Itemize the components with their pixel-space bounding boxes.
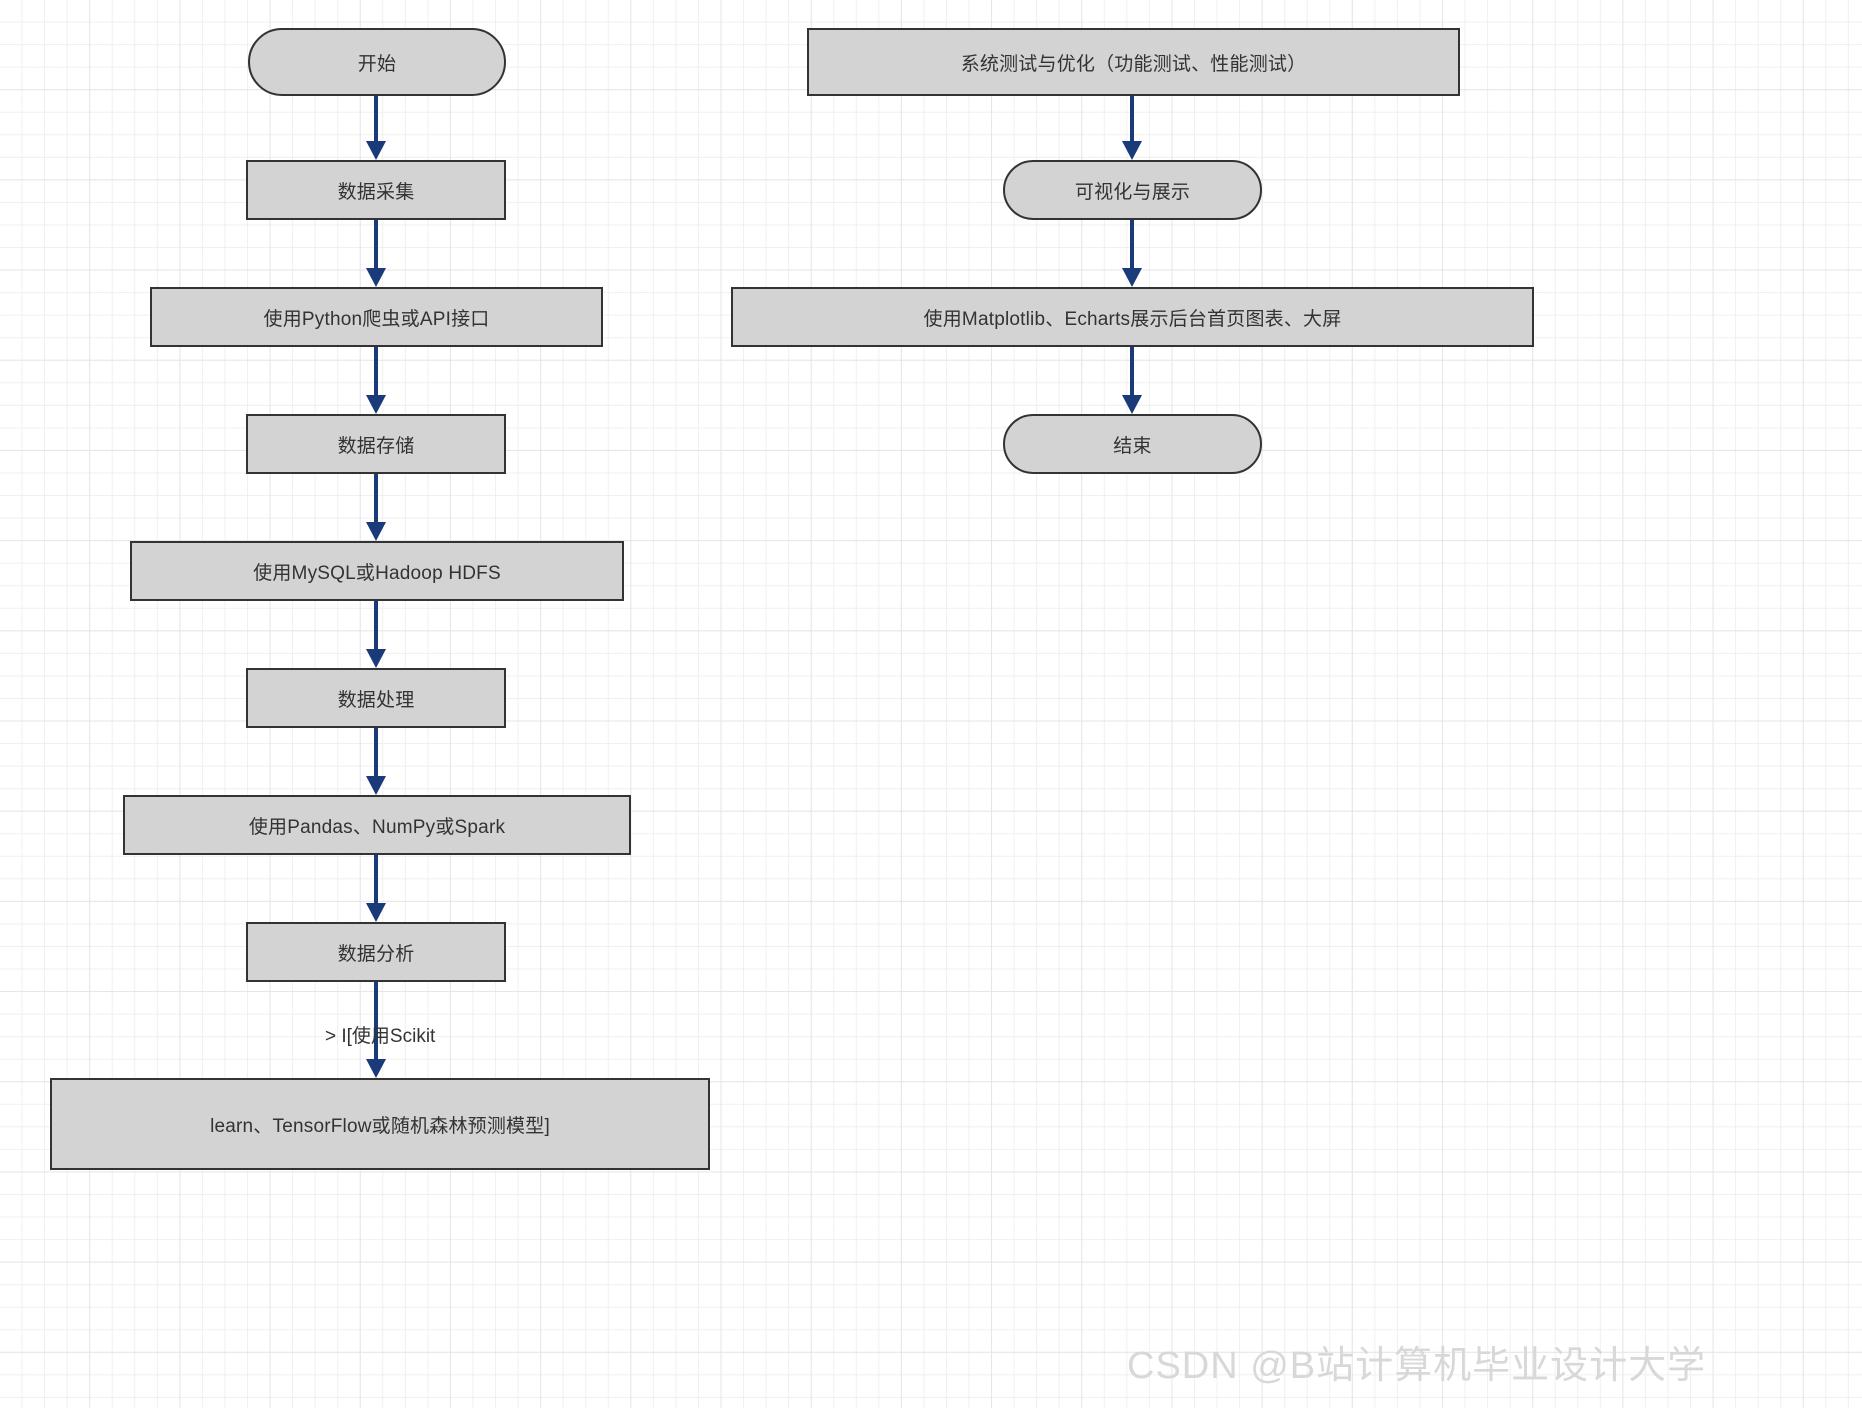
node-data-collection[interactable]: 数据采集	[246, 160, 506, 220]
edge-stem	[1130, 347, 1134, 395]
node-data-processing-label: 数据处理	[337, 689, 415, 711]
node-data-analysis-label: 数据分析	[337, 943, 415, 965]
node-data-storage-label: 数据存储	[337, 435, 415, 457]
node-data-storage[interactable]: 数据存储	[246, 414, 506, 474]
edge-label-scikit: > I[使用Scikit	[325, 1026, 436, 1047]
node-visualization-method[interactable]: 使用Matplotlib、Echarts展示后台首页图表、大屏	[731, 287, 1534, 347]
edge-viz-how-to-end	[1122, 347, 1142, 414]
node-start[interactable]: 开始	[248, 28, 506, 96]
edge-stem	[374, 601, 378, 649]
node-data-analysis[interactable]: 数据分析	[246, 922, 506, 982]
node-system-test-label: 系统测试与优化（功能测试、性能测试）	[960, 53, 1307, 75]
node-end[interactable]: 结束	[1003, 414, 1262, 474]
node-prediction-model[interactable]: learn、TensorFlow或随机森林预测模型]	[50, 1078, 710, 1170]
edge-arrowhead	[366, 903, 386, 922]
node-prediction-model-label: learn、TensorFlow或随机森林预测模型]	[210, 1115, 550, 1137]
node-data-processing-method[interactable]: 使用Pandas、NumPy或Spark	[123, 795, 631, 855]
edge-stem	[374, 982, 378, 1059]
edge-analyze-to-model	[366, 982, 386, 1078]
edge-store-how-to-process	[366, 601, 386, 668]
edge-arrowhead	[1122, 268, 1142, 287]
edge-collect-to-collect-how	[366, 220, 386, 287]
edge-start-to-collect	[366, 96, 386, 160]
edge-stem	[374, 855, 378, 903]
edge-process-how-to-analyze	[366, 855, 386, 922]
edge-arrowhead	[366, 1059, 386, 1078]
node-start-label: 开始	[357, 53, 397, 75]
node-data-collection-label: 数据采集	[337, 181, 415, 203]
edge-arrowhead	[366, 776, 386, 795]
node-data-storage-method[interactable]: 使用MySQL或Hadoop HDFS	[130, 541, 624, 601]
node-data-processing[interactable]: 数据处理	[246, 668, 506, 728]
node-visualization[interactable]: 可视化与展示	[1003, 160, 1262, 220]
edge-arrowhead	[1122, 141, 1142, 160]
node-data-collection-method-label: 使用Python爬虫或API接口	[263, 308, 490, 330]
edge-stem	[374, 347, 378, 395]
edge-arrowhead	[366, 141, 386, 160]
edge-visual-to-viz-how	[1122, 220, 1142, 287]
node-visualization-label: 可视化与展示	[1074, 181, 1191, 203]
edge-collect-how-to-store	[366, 347, 386, 414]
edge-arrowhead	[366, 522, 386, 541]
edge-test-to-visual	[1122, 96, 1142, 160]
edge-arrowhead	[366, 395, 386, 414]
node-data-storage-method-label: 使用MySQL或Hadoop HDFS	[253, 562, 501, 584]
edge-arrowhead	[366, 649, 386, 668]
node-data-processing-method-label: 使用Pandas、NumPy或Spark	[248, 816, 506, 838]
node-visualization-method-label: 使用Matplotlib、Echarts展示后台首页图表、大屏	[923, 308, 1342, 330]
edge-arrowhead	[1122, 395, 1142, 414]
edge-stem	[374, 474, 378, 522]
node-data-collection-method[interactable]: 使用Python爬虫或API接口	[150, 287, 603, 347]
node-system-test[interactable]: 系统测试与优化（功能测试、性能测试）	[807, 28, 1460, 96]
edge-stem	[374, 96, 378, 141]
edge-stem	[1130, 96, 1134, 141]
edge-stem	[374, 728, 378, 776]
edge-stem	[374, 220, 378, 268]
edge-stem	[1130, 220, 1134, 268]
csdn-watermark: CSDN @B站计算机毕业设计大学	[1127, 1345, 1707, 1387]
node-end-label: 结束	[1113, 435, 1152, 457]
edge-store-to-store-how	[366, 474, 386, 541]
edge-arrowhead	[366, 268, 386, 287]
edge-process-to-process-how	[366, 728, 386, 795]
